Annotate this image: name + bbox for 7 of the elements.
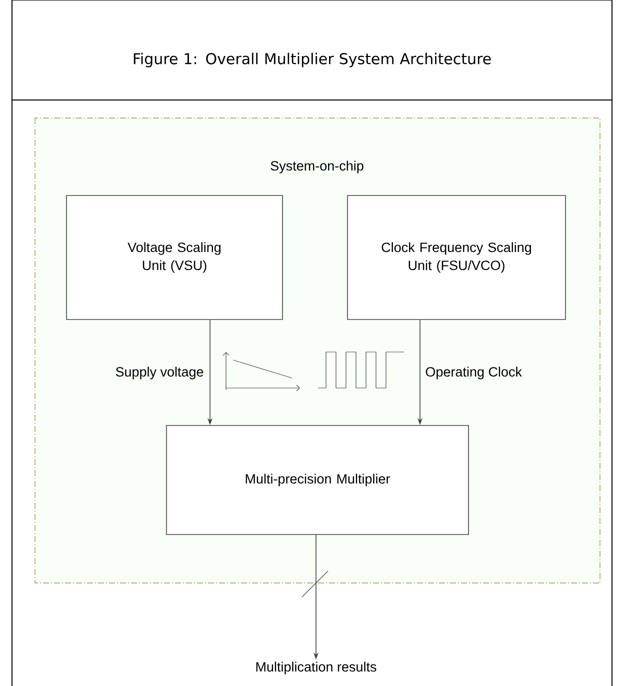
- figure-title: Figure 1: Overall Multiplier System Architecture: [134, 52, 491, 68]
- unit-box: Clock Frequency Scaling Unit (FSU/VCO): [347, 195, 566, 320]
- edge-label: Operating Clock: [426, 366, 522, 380]
- output-text: Multiplication results: [256, 662, 376, 674]
- edge-label: Supply voltage: [116, 366, 204, 380]
- unit-box: Voltage Scaling Unit (VSU): [66, 195, 283, 320]
- multiplier-box: Multi-precision Multiplier: [166, 425, 469, 535]
